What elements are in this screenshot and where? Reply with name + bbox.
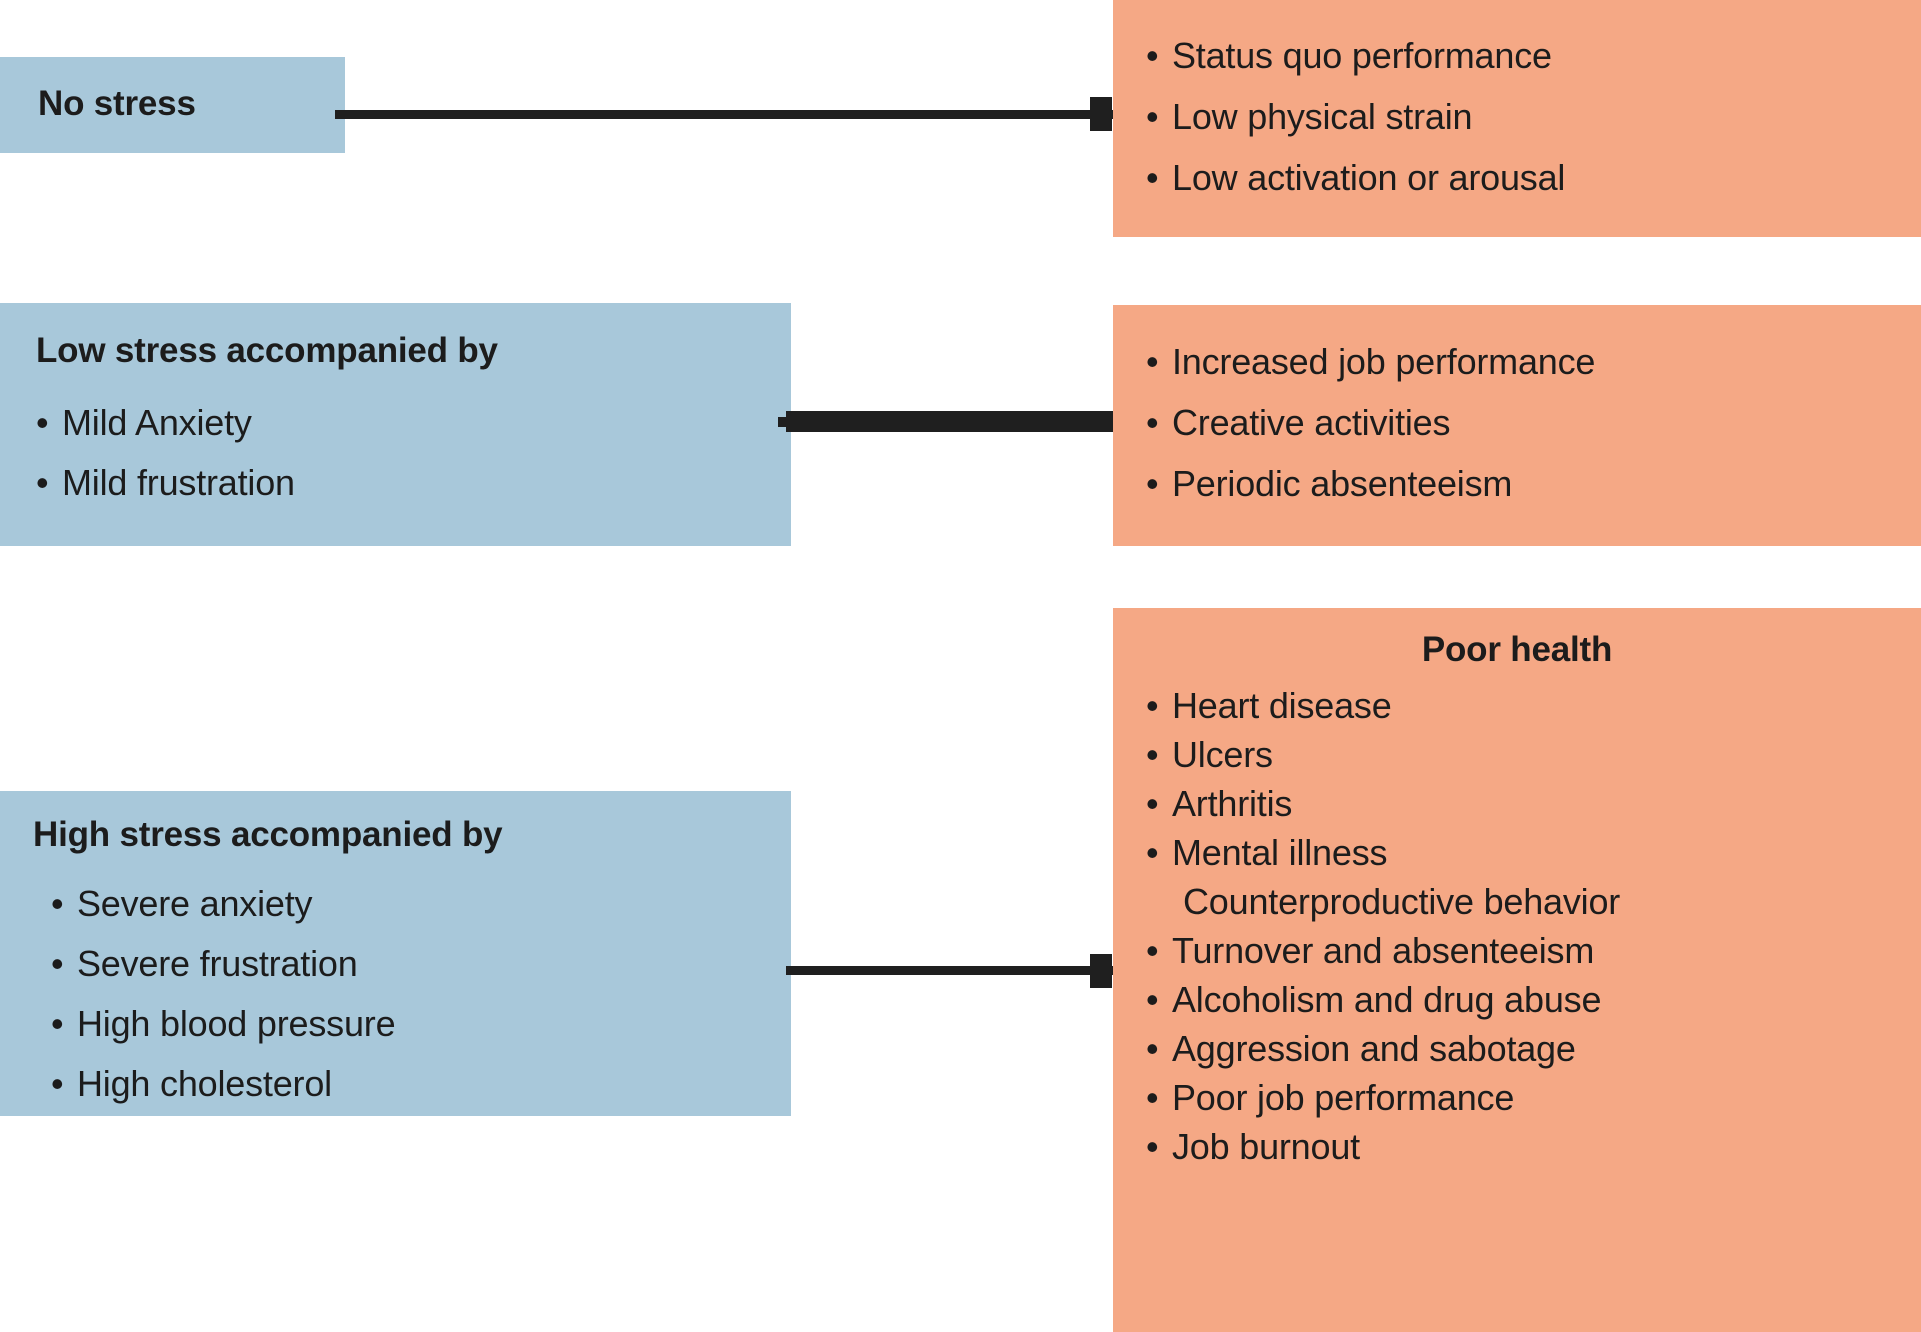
list-item: Job burnout — [1146, 1122, 1620, 1171]
connector-arrowhead-row-1 — [1090, 97, 1112, 131]
list-item: Turnover and absenteeism — [1146, 926, 1620, 975]
connector-line-row-1 — [335, 110, 1115, 119]
list-item: Arthritis — [1146, 779, 1620, 828]
connector-line-row-2 — [786, 411, 1116, 432]
connector-arrowhead-row-3 — [1090, 954, 1112, 988]
outcome-bullet-list: Status quo performance Low physical stra… — [1146, 25, 1565, 208]
list-item: Mild frustration — [36, 453, 295, 513]
outcome-bullet-list: Increased job performance Creative activ… — [1146, 331, 1595, 514]
stress-node-no-stress: No stress — [0, 57, 345, 153]
list-item: Severe anxiety — [51, 874, 395, 934]
stress-node-heading: No stress — [38, 84, 196, 123]
outcome-bullet-list: Heart disease Ulcers Arthritis Mental il… — [1146, 681, 1620, 1171]
list-item: Ulcers — [1146, 730, 1620, 779]
stress-bullet-list: Mild Anxiety Mild frustration — [36, 393, 295, 513]
list-item: Creative activities — [1146, 392, 1595, 453]
stress-node-low-stress: Low stress accompanied by Mild Anxiety M… — [0, 303, 791, 546]
list-item: Mild Anxiety — [36, 393, 295, 453]
stress-node-heading: Low stress accompanied by — [36, 331, 498, 370]
stress-bullet-list: Severe anxiety Severe frustration High b… — [51, 874, 396, 1114]
connector-line-row-3 — [786, 966, 1116, 975]
list-item: Alcoholism and drug abuse — [1146, 975, 1620, 1024]
list-item: Increased job performance — [1146, 331, 1595, 392]
list-item: Counterproductive behavior — [1183, 881, 1621, 922]
list-item: Severe frustration — [51, 934, 395, 994]
outcome-node-heading: Poor health — [1421, 630, 1613, 669]
list-item: Low physical strain — [1146, 86, 1565, 147]
outcome-node-poor-health: Poor health Heart disease Ulcers Arthrit… — [1113, 608, 1921, 1332]
outcome-node-no-stress: Status quo performance Low physical stra… — [1113, 0, 1921, 237]
list-item: Mental illness — [1146, 828, 1620, 877]
list-item: Status quo performance — [1146, 25, 1565, 86]
list-item: High blood pressure — [51, 994, 396, 1054]
list-item: Aggression and sabotage — [1146, 1024, 1620, 1073]
list-item: Poor job performance — [1146, 1073, 1620, 1122]
list-item: Periodic absenteeism — [1146, 453, 1595, 514]
list-item: High cholesterol — [51, 1054, 395, 1114]
stress-node-high-stress: High stress accompanied by Severe anxiet… — [0, 791, 791, 1116]
stress-node-heading: High stress accompanied by — [33, 815, 503, 854]
list-item: Heart disease — [1146, 681, 1620, 730]
connector-tail-row-2 — [778, 417, 792, 427]
list-item: Low activation or arousal — [1146, 147, 1565, 208]
outcome-node-low-stress: Increased job performance Creative activ… — [1113, 305, 1921, 546]
